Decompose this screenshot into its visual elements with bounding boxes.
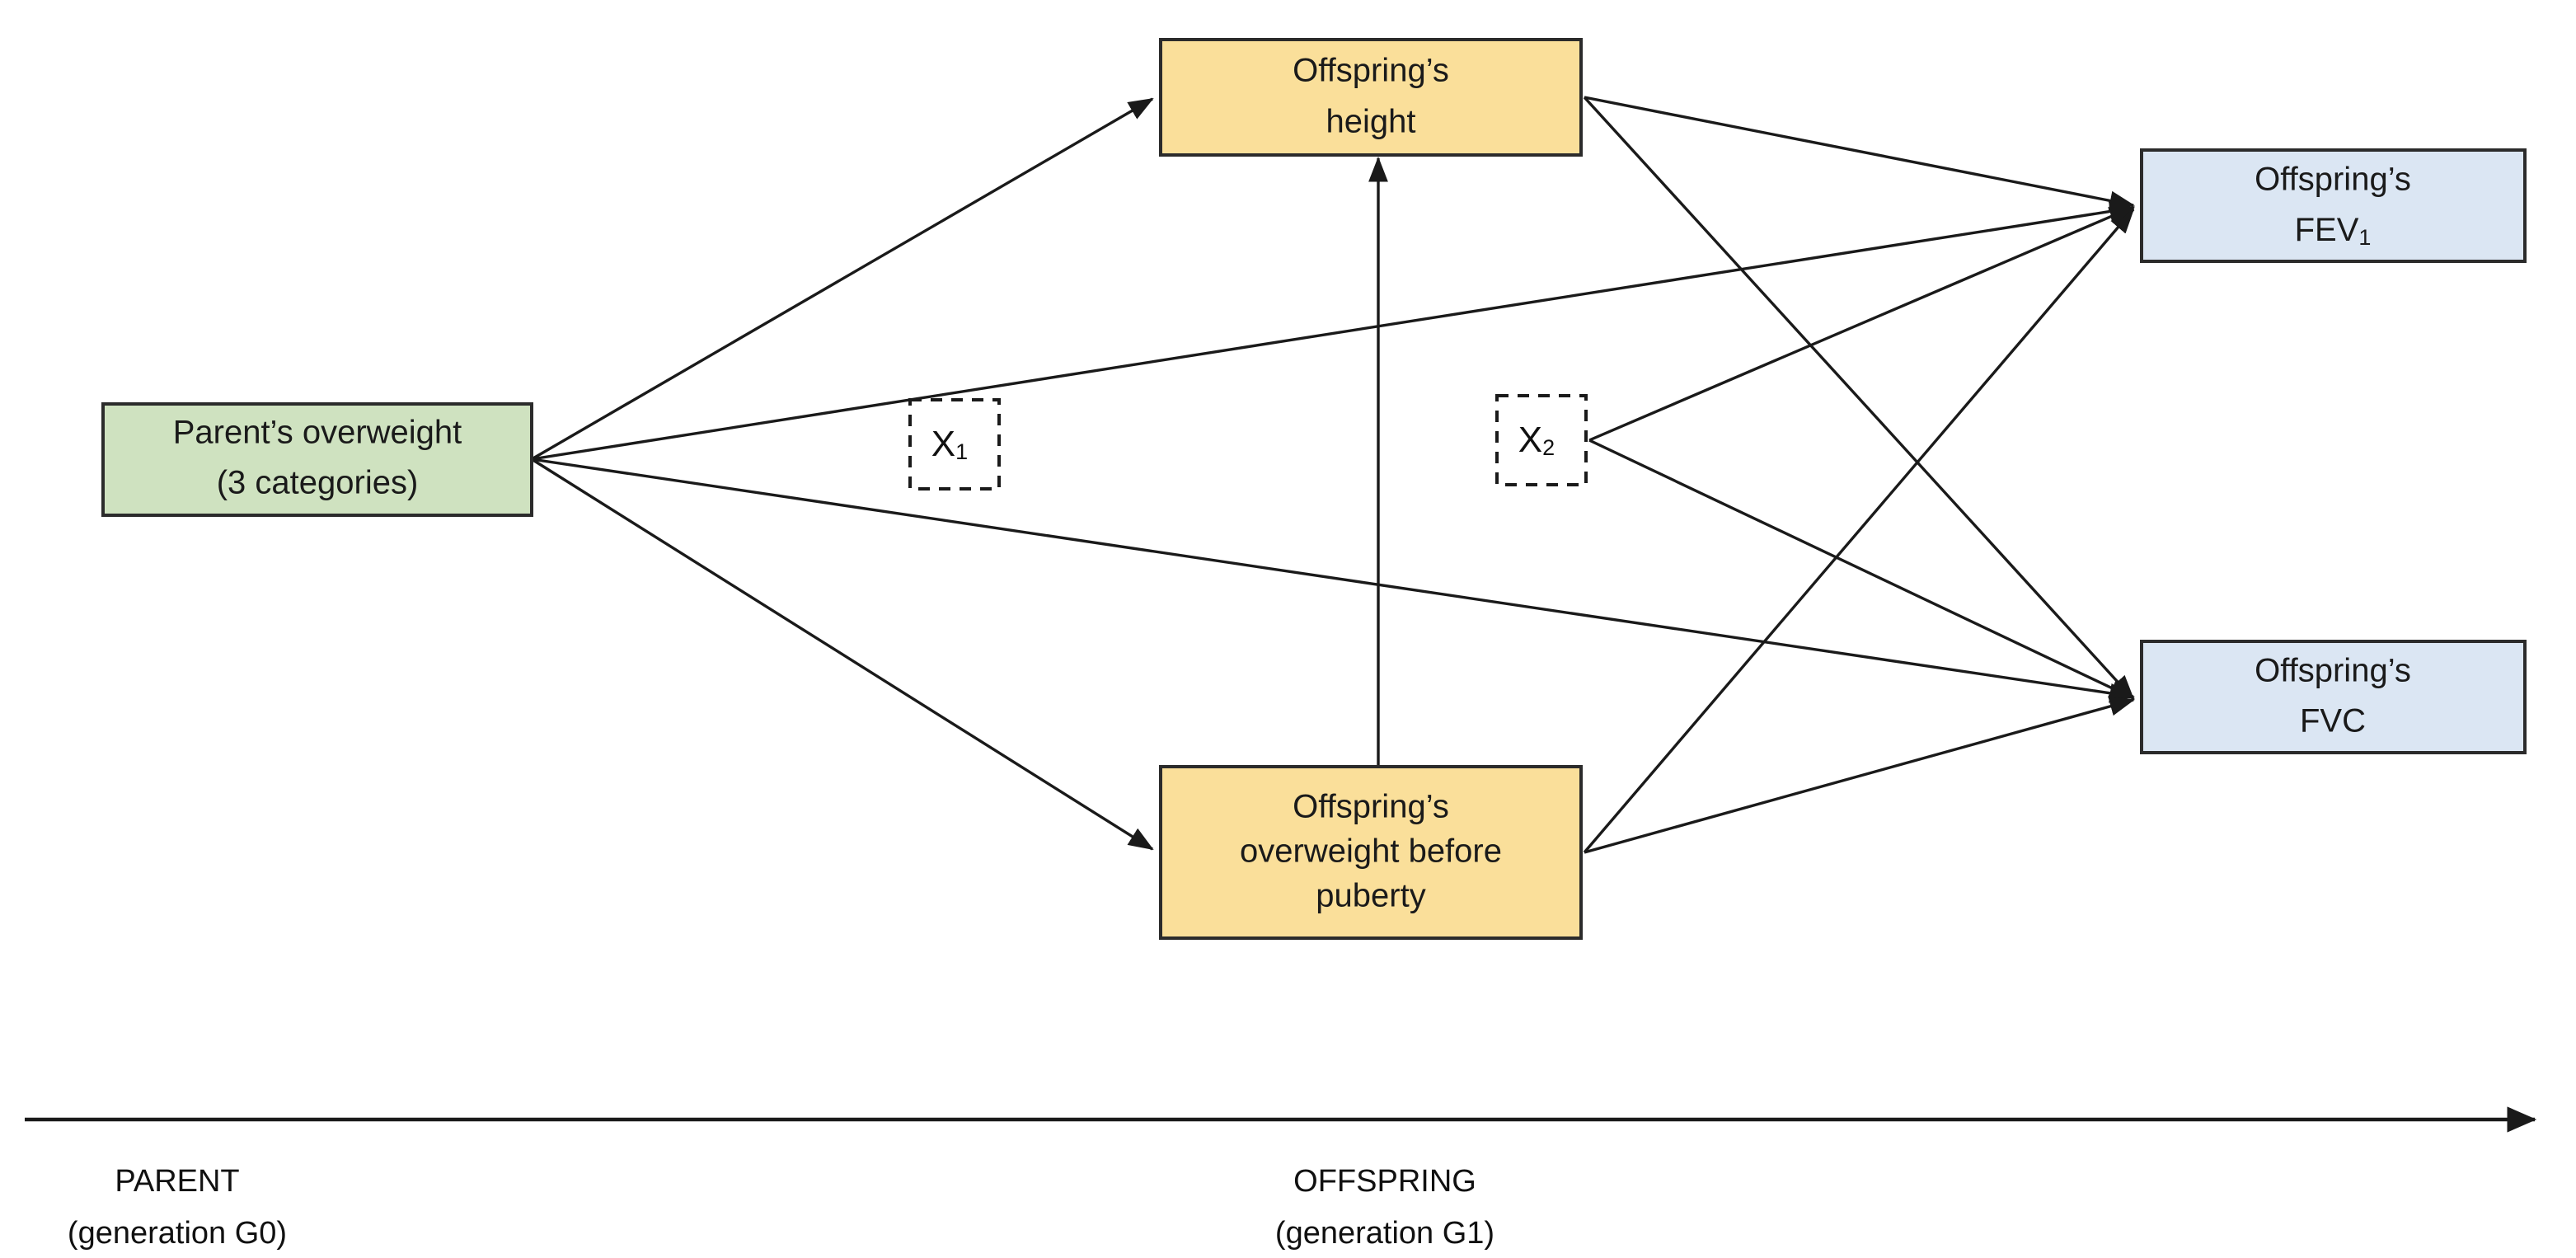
- node-parent-overweight[interactable]: Parent’s overweight (3 categories): [101, 402, 533, 517]
- edge-x2-to-fev1: [1588, 205, 2135, 442]
- edge-height-to-fvc: [1583, 96, 2135, 701]
- fev1-main: FEV: [2295, 212, 2359, 248]
- timeline-offspring-label-line2: (generation G1): [1275, 1216, 1494, 1251]
- fev1-subscript: 1: [2358, 225, 2371, 250]
- edge-x2-to-fvc: [1588, 439, 2135, 700]
- offspring-height-label-line1: Offspring’s: [1293, 53, 1449, 89]
- offspring-fvc-label-line2: FVC: [2300, 703, 2366, 739]
- x1-main: X: [931, 424, 955, 464]
- node-offspring-height[interactable]: Offspring’s height: [1159, 38, 1583, 157]
- x2-dashed-box[interactable]: [1495, 394, 1588, 486]
- offspring-fvc-box[interactable]: [2140, 640, 2527, 754]
- node-offspring-fvc[interactable]: Offspring’s FVC: [2140, 640, 2527, 754]
- edge-parent-to-fev1: [531, 201, 2136, 461]
- offspring-fev1-box[interactable]: [2140, 148, 2527, 263]
- offspring-overweight-label-line1: Offspring’s: [1293, 789, 1449, 825]
- timeline-parent-label-line1: PARENT: [115, 1164, 239, 1199]
- edge-parent-to-height: [531, 97, 1154, 461]
- timeline-parent-label-line2: (generation G0): [68, 1216, 287, 1251]
- offspring-height-label-line2: height: [1326, 104, 1416, 140]
- edge-layer: [531, 96, 2136, 854]
- x2-label: X2: [1518, 420, 1555, 460]
- edge-height-to-fev1: [1584, 96, 2136, 211]
- parent-overweight-box[interactable]: [101, 402, 533, 517]
- edge-parent-to-fvc: [531, 458, 2136, 703]
- x1-subscript: 1: [955, 439, 968, 464]
- x1-label: X1: [931, 424, 968, 464]
- node-x1[interactable]: X1: [908, 398, 1001, 491]
- timeline-axis: PARENT (generation G0) OFFSPRING (genera…: [25, 1106, 2537, 1251]
- offspring-overweight-box[interactable]: [1159, 765, 1583, 940]
- edge-overweight-to-fev1: [1583, 208, 2135, 854]
- node-offspring-overweight[interactable]: Offspring’s overweight before puberty: [1159, 765, 1583, 940]
- edge-parent-to-overweight: [531, 458, 1154, 851]
- node-offspring-fev1[interactable]: Offspring’s FEV1: [2140, 148, 2527, 263]
- offspring-fev1-label-line1: Offspring’s: [2255, 162, 2411, 198]
- offspring-overweight-label-line3: puberty: [1316, 878, 1425, 914]
- offspring-height-box[interactable]: [1159, 38, 1583, 157]
- edge-overweight-to-fvc: [1584, 697, 2135, 854]
- x2-subscript: 2: [1542, 435, 1555, 460]
- x1-dashed-box[interactable]: [908, 398, 1001, 491]
- timeline-offspring-label-line1: OFFSPRING: [1293, 1164, 1476, 1199]
- node-x2[interactable]: X2: [1495, 394, 1588, 486]
- offspring-overweight-label-line2: overweight before: [1240, 833, 1502, 870]
- offspring-fev1-label-line2: FEV1: [2295, 212, 2372, 250]
- x2-main: X: [1518, 420, 1542, 460]
- offspring-fvc-label-line1: Offspring’s: [2255, 653, 2411, 689]
- parent-overweight-label-line1: Parent’s overweight: [173, 415, 462, 451]
- parent-overweight-label-line2: (3 categories): [217, 465, 419, 501]
